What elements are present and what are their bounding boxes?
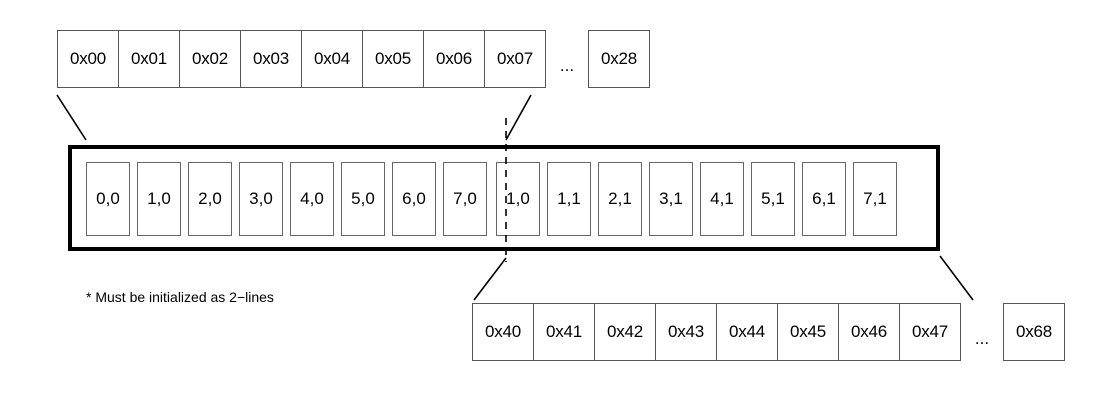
cache-line-cells: 0,0 1,0 2,0 3,0 4,0 5,0 6,0 7,0 1,0 1,1 … [86,162,897,236]
address-cell[interactable]: 0x00 [57,30,119,88]
lower-range-tail-cell[interactable]: 0x68 [1003,303,1065,361]
address-cell[interactable]: 0x46 [838,303,900,361]
cache-cell[interactable]: 7,1 [853,162,897,236]
initialization-note: * Must be initialized as 2−lines [86,289,274,305]
cache-cell[interactable]: 4,1 [700,162,744,236]
cache-cell[interactable]: 2,1 [598,162,642,236]
leader-line-lower-left [473,257,507,301]
cache-cell[interactable]: 3,1 [649,162,693,236]
cache-cell[interactable]: 6,0 [392,162,436,236]
upper-address-strip: 0x00 0x01 0x02 0x03 0x04 0x05 0x06 0x07 … [57,30,650,88]
lower-range-ellipsis: ... [974,329,990,348]
address-cell[interactable]: 0x41 [533,303,595,361]
lower-address-strip: 0x40 0x41 0x42 0x43 0x44 0x45 0x46 0x47 … [472,303,1065,361]
address-cell[interactable]: 0x04 [301,30,363,88]
cache-cell[interactable]: 4,0 [290,162,334,236]
cache-cell[interactable]: 0,0 [86,162,130,236]
address-cell[interactable]: 0x42 [594,303,656,361]
cache-cell[interactable]: 1,1 [547,162,591,236]
address-cell[interactable]: 0x02 [179,30,241,88]
address-cell[interactable]: 0x45 [777,303,839,361]
address-cell[interactable]: 0x44 [716,303,778,361]
cache-cell[interactable]: 5,1 [751,162,795,236]
address-cell[interactable]: 0x03 [240,30,302,88]
address-cell[interactable]: 0x47 [899,303,961,361]
upper-range-tail-cell[interactable]: 0x28 [588,30,650,88]
address-cell[interactable]: 0x07 [484,30,546,88]
address-cell[interactable]: 0x05 [362,30,424,88]
cache-cell[interactable]: 3,0 [239,162,283,236]
lower-address-run: 0x40 0x41 0x42 0x43 0x44 0x45 0x46 0x47 [472,303,961,361]
address-cell[interactable]: 0x01 [118,30,180,88]
cache-cell[interactable]: 7,0 [443,162,487,236]
leader-line-upper-left [56,94,87,141]
address-cell[interactable]: 0x40 [472,303,534,361]
address-cell[interactable]: 0x06 [423,30,485,88]
cache-cell[interactable]: 2,0 [188,162,232,236]
cache-cell[interactable]: 1,0 [137,162,181,236]
address-cell[interactable]: 0x43 [655,303,717,361]
cache-cell[interactable]: 6,1 [802,162,846,236]
leader-line-lower-right [939,255,974,301]
cache-cell[interactable]: 5,0 [341,162,385,236]
upper-address-run: 0x00 0x01 0x02 0x03 0x04 0x05 0x06 0x07 [57,30,546,88]
leader-line-upper-right [505,94,532,141]
cache-cell[interactable]: 1,0 [496,162,540,236]
upper-range-ellipsis: ... [559,56,575,75]
